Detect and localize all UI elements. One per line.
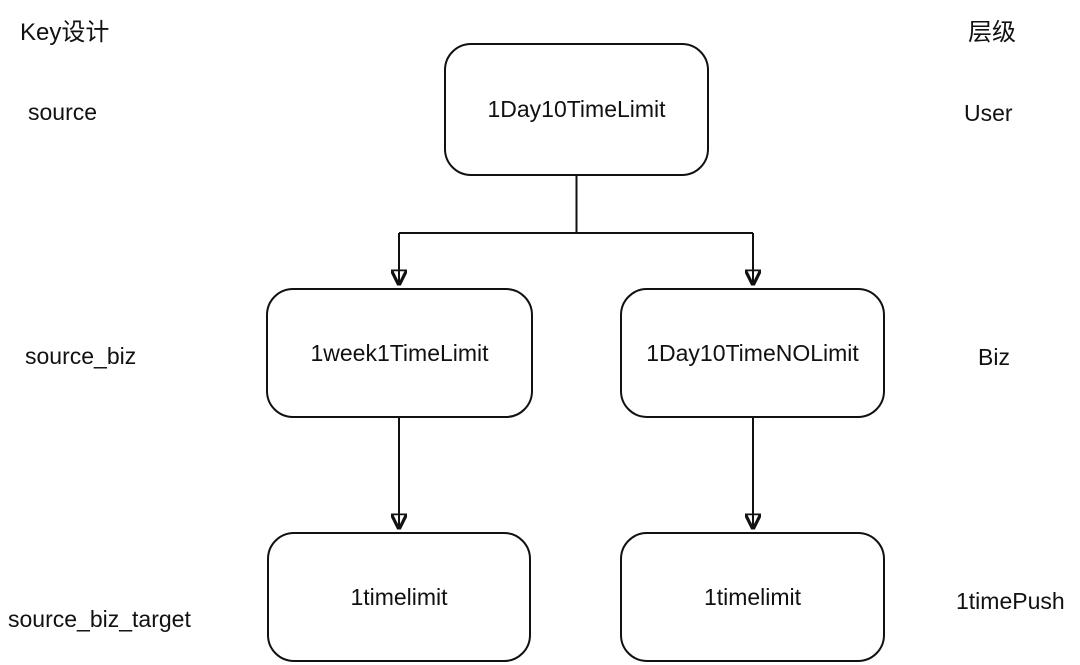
key-column-header: Key设计 — [20, 19, 110, 46]
node-root-label: 1Day10TimeLimit — [487, 96, 666, 122]
node-mid-left: 1week1TimeLimit — [266, 288, 533, 418]
node-bottom-left-label: 1timelimit — [350, 583, 448, 610]
node-bottom-right-label: 1timelimit — [703, 583, 802, 610]
level-column-header: 层级 — [968, 19, 1016, 46]
row-label-source: source — [28, 99, 98, 125]
row-label-1timepush: 1timePush — [956, 588, 1065, 614]
node-bottom-left: 1timelimit — [267, 532, 531, 662]
node-mid-right-label: 1Day10TimeNOLimit — [646, 339, 859, 366]
node-mid-left-label: 1week1TimeLimit — [310, 339, 489, 366]
row-label-source-biz-target: source_biz_target — [8, 606, 191, 632]
row-label-source-biz: source_biz — [25, 343, 137, 369]
node-mid-right: 1Day10TimeNOLimit — [620, 288, 885, 418]
node-root: 1Day10TimeLimit — [444, 43, 709, 176]
row-label-biz: Biz — [978, 344, 1010, 370]
row-label-user: User — [964, 100, 1013, 126]
node-bottom-right: 1timelimit — [620, 532, 885, 662]
